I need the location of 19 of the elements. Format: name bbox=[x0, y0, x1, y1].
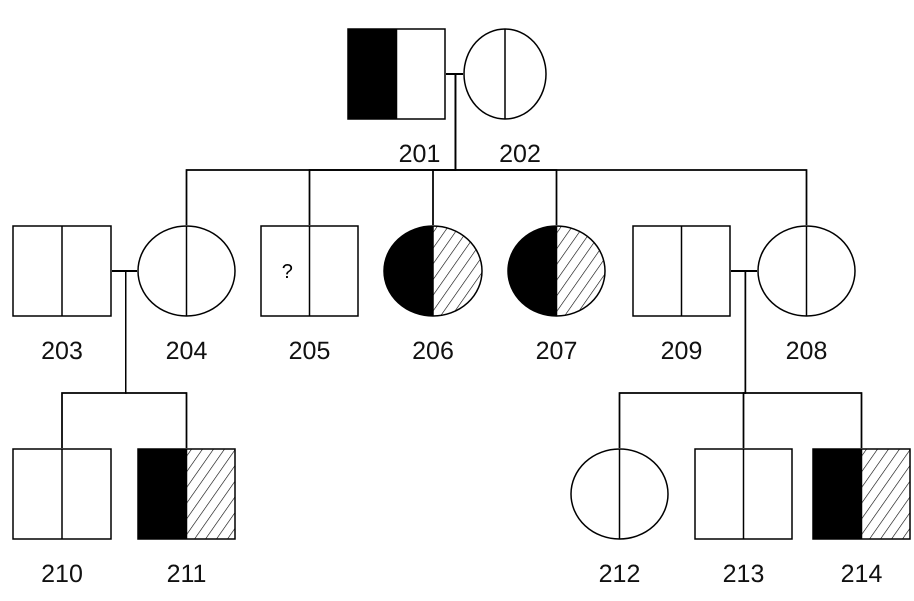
individual-number: 211 bbox=[166, 562, 206, 587]
individual-number: 201 bbox=[398, 142, 440, 167]
marriage-line bbox=[112, 270, 137, 272]
question-mark: ? bbox=[282, 262, 293, 282]
individual-number: 203 bbox=[41, 339, 83, 364]
individual-number: 204 bbox=[166, 339, 208, 364]
marriage-line bbox=[731, 270, 757, 272]
marriage-line bbox=[446, 73, 463, 75]
individual-number: 214 bbox=[840, 562, 882, 587]
individual-number: 202 bbox=[499, 142, 541, 167]
individual-number: 209 bbox=[660, 339, 702, 364]
individual-number: 210 bbox=[41, 562, 83, 587]
individual-number: 207 bbox=[536, 339, 578, 364]
individual-number: 206 bbox=[412, 339, 454, 364]
individual-number: 213 bbox=[722, 562, 764, 587]
individual-number: 208 bbox=[786, 339, 828, 364]
individual-number: 212 bbox=[598, 562, 640, 587]
descent-line bbox=[125, 270, 188, 448]
individual-number: 205 bbox=[288, 339, 330, 364]
